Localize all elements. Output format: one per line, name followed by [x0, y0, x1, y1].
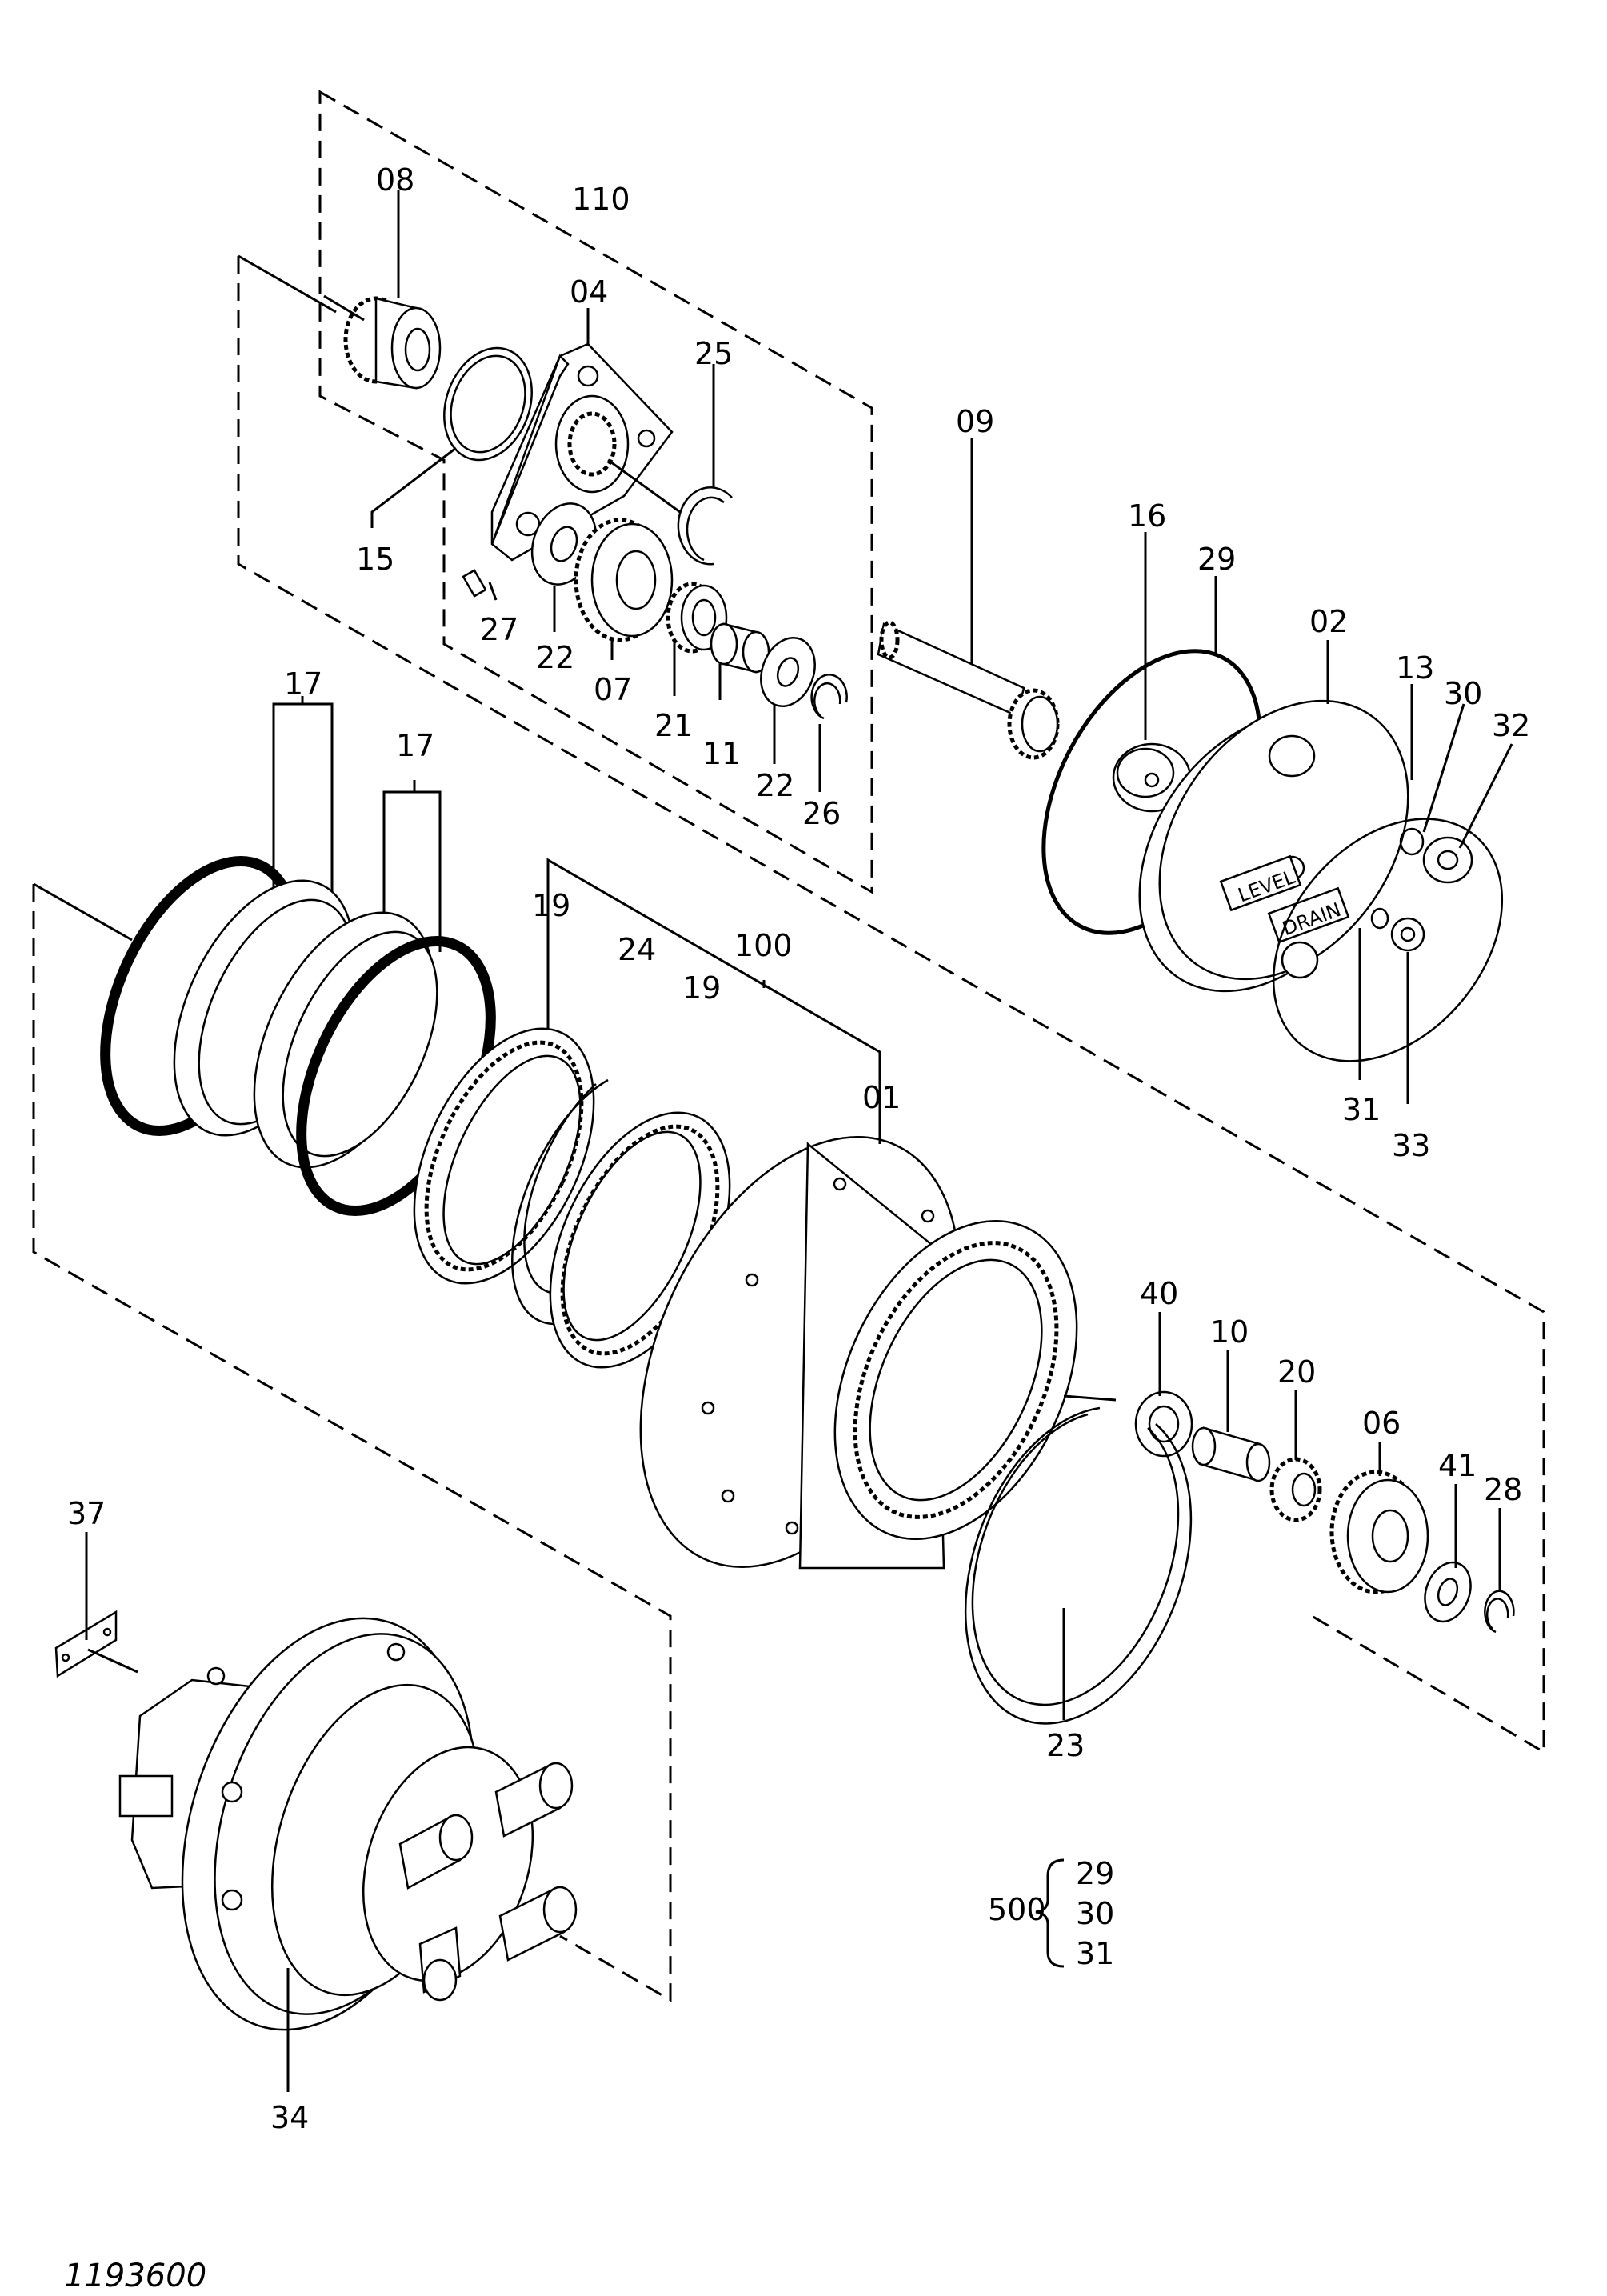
housing-group-outline: [32, 884, 672, 2002]
part-06-planet-gear: [1329, 1470, 1429, 1594]
part-32-plug: [1422, 836, 1473, 884]
label-23: 23: [1046, 1728, 1085, 1763]
part-15-o-ring: [443, 346, 533, 462]
kit-item-3: 31: [1076, 1936, 1114, 1971]
part-30-o-ring: [1399, 827, 1425, 856]
label-100: 100: [734, 928, 793, 963]
part-28-snap-ring: [1484, 1590, 1515, 1634]
label-28: 28: [1484, 1472, 1522, 1507]
part-13-o-ring: [1272, 818, 1504, 1062]
part-11-spacer: [710, 622, 770, 674]
part-23-retaining-ring: [964, 1406, 1193, 1725]
label-22b: 22: [756, 768, 794, 803]
kit-item-2: 30: [1076, 1896, 1114, 1931]
label-13: 13: [1396, 650, 1434, 686]
part-01-housing: [639, 1136, 1078, 1570]
part-40-washer: [1134, 1390, 1193, 1458]
label-21: 21: [654, 708, 693, 743]
label-02: 02: [1309, 604, 1348, 639]
label-110: 110: [572, 182, 630, 217]
label-27: 27: [480, 612, 518, 647]
label-25: 25: [694, 336, 733, 371]
bracket-17b: [382, 790, 442, 952]
label-34: 34: [270, 2100, 309, 2135]
figure-number: 1193600: [64, 2258, 206, 2294]
label-32: 32: [1492, 708, 1530, 743]
label-37: 37: [67, 1496, 106, 1531]
label-33: 33: [1392, 1128, 1430, 1163]
reduction-assembly-outline: [237, 256, 1545, 1754]
subassembly-110-outline: [318, 90, 873, 894]
part-25-snap-ring: [677, 486, 733, 566]
label-16: 16: [1128, 498, 1166, 534]
label-09: 09: [956, 404, 994, 439]
part-20-needle-bearing: [1269, 1457, 1322, 1522]
part-02-cover: LEVEL DRAIN: [1138, 699, 1409, 993]
label-30: 30: [1444, 676, 1482, 711]
label-41: 41: [1438, 1448, 1477, 1483]
part-27-pin: [462, 569, 487, 598]
part-41-washer: [1424, 1561, 1472, 1623]
label-01: 01: [862, 1080, 901, 1115]
part-34-travel-motor: [118, 1617, 578, 2031]
label-15: 15: [356, 542, 394, 577]
label-29: 29: [1197, 542, 1236, 577]
label-08: 08: [376, 162, 414, 198]
label-26: 26: [802, 796, 841, 831]
bracket-17a: [272, 702, 334, 904]
label-11: 11: [702, 736, 741, 771]
label-04: 04: [570, 274, 608, 310]
label-17b: 17: [396, 728, 434, 763]
label-06: 06: [1362, 1406, 1401, 1441]
label-31: 31: [1342, 1092, 1381, 1127]
label-19b: 19: [682, 970, 721, 1006]
part-08-sun-gear: [343, 296, 442, 390]
part-16-thrust-plate: [1112, 742, 1192, 813]
kit-500-callout: 500 29 30 31: [988, 1856, 1114, 1971]
bracket-100: [546, 858, 881, 1140]
label-19a: 19: [532, 888, 570, 923]
label-20: 20: [1277, 1354, 1316, 1390]
label-07: 07: [594, 672, 632, 707]
label-40: 40: [1140, 1276, 1178, 1311]
part-09-drive-shaft: [877, 620, 1060, 760]
part-26-snap-ring: [810, 674, 848, 720]
part-31-o-ring: [1370, 907, 1389, 930]
part-33-plug: [1390, 917, 1425, 952]
part-04-carrier-plate: [490, 342, 674, 562]
label-10: 10: [1210, 1314, 1249, 1350]
label-22a: 22: [536, 640, 574, 675]
kit-number: 500: [988, 1892, 1046, 1927]
kit-item-1: 29: [1076, 1856, 1114, 1891]
part-37-nameplate: [54, 1610, 118, 1678]
part-07-planet-gear: [574, 518, 674, 642]
label-24: 24: [618, 932, 656, 967]
label-17a: 17: [284, 666, 322, 702]
part-10-spacer: [1191, 1426, 1271, 1482]
part-21-needle-bearing: [666, 582, 728, 654]
part-19-bearing-a: [413, 1027, 595, 1285]
